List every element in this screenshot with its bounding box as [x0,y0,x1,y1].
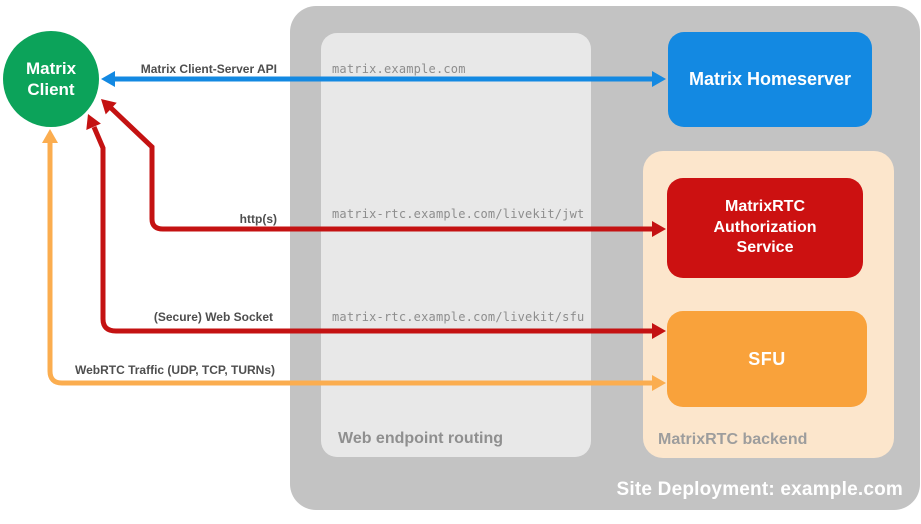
matrix-client-label: Matrix Client [25,58,77,99]
sfu-label: SFU [748,348,786,369]
websocket-label: (Secure) Web Socket [153,310,273,324]
client-server-api-label: Matrix Client-Server API [140,62,277,76]
matrixrtc-authorization-service-label: MatrixRTC Authorization Service [713,197,817,257]
https-label: http(s) [239,212,277,226]
web-endpoint-routing-label: Web endpoint routing [338,430,504,447]
endpoint-matrix-example-com: matrix.example.com [332,62,466,76]
webrtc-traffic-label: WebRTC Traffic (UDP, TCP, TURNs) [74,363,275,377]
matrix-homeserver-node: Matrix Homeserver [668,32,872,127]
web-endpoint-routing-box: Web endpoint routing [321,33,591,457]
matrix-client-node: Matrix Client [3,31,99,127]
site-deployment-label: Site Deployment: example.com [616,479,903,500]
matrixrtc-authorization-service-node: MatrixRTC Authorization Service [667,178,863,278]
endpoint-livekit-sfu: matrix-rtc.example.com/livekit/sfu [332,310,585,324]
matrix-homeserver-label: Matrix Homeserver [688,69,852,89]
sfu-node: SFU [667,311,867,407]
matrixrtc-backend-label: MatrixRTC backend [658,431,808,448]
endpoint-livekit-jwt: matrix-rtc.example.com/livekit/jwt [332,207,585,221]
